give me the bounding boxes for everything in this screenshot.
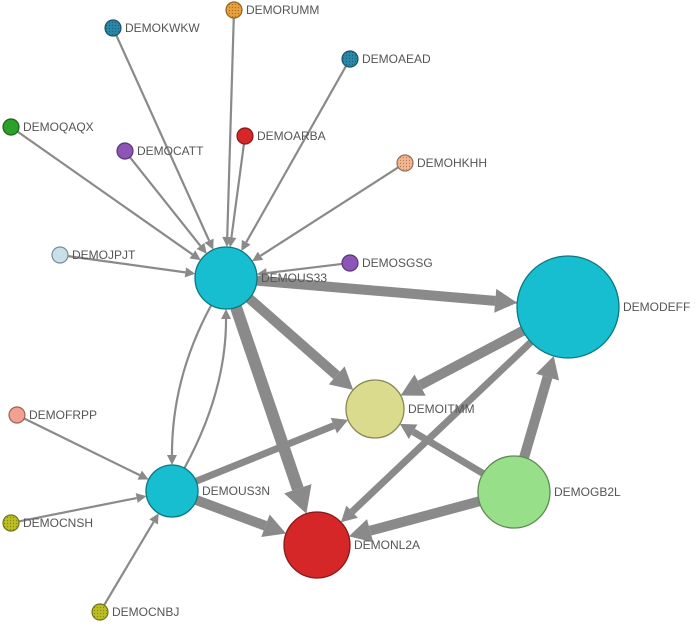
edge-demokwkw-to-demous33 (115, 34, 214, 250)
node-label-demous33: DEMOUS33 (261, 271, 327, 285)
node-label-democatt: DEMOCATT (137, 144, 204, 158)
node-circle-demodeff[interactable] (516, 255, 620, 359)
edge-demodeff-to-demoitmm (400, 326, 526, 396)
node-demojpjt[interactable]: DEMOJPJT (51, 246, 136, 264)
node-demofrpp[interactable]: DEMOFRPP (8, 406, 97, 424)
node-demosgsg[interactable]: DEMOSGSG (341, 254, 433, 272)
edge-democnsh-to-demous3n (18, 493, 147, 523)
node-circle-demojpjt[interactable] (51, 246, 69, 264)
edge-democatt-to-demous33 (129, 156, 207, 254)
edge-demogb2l-to-demodeff (519, 355, 560, 459)
node-democnbj[interactable]: DEMOCNBJ (91, 603, 179, 621)
nodes-layer: DEMORUMM DEMOKWKW DEMOAEAD DEMOQAQX DEMOCATT… (2, 1, 690, 621)
node-label-demoarba: DEMOARBA (257, 129, 326, 143)
node-label-demohkhh: DEMOHKHH (417, 156, 487, 170)
node-demous33[interactable]: DEMOUS33 (194, 246, 327, 310)
edge-demous33-to-demodeff (256, 275, 518, 313)
node-label-demojpjt: DEMOJPJT (72, 248, 136, 262)
node-demohkhh[interactable]: DEMOHKHH (396, 154, 487, 172)
node-circle-demous3n[interactable] (145, 464, 199, 518)
node-label-demodeff: DEMODEFF (623, 300, 690, 314)
node-circle-democnbj[interactable] (91, 603, 109, 621)
edge-demous33-to-demoitmm (245, 294, 354, 390)
node-circle-demogb2l[interactable] (477, 455, 551, 529)
node-circle-demoqaqx[interactable] (2, 118, 20, 136)
node-demodeff[interactable]: DEMODEFF (516, 255, 690, 359)
node-demous3n[interactable]: DEMOUS3N (145, 464, 270, 518)
edge-demogb2l-to-demonl2a (348, 496, 481, 543)
node-label-demoaead: DEMOAEAD (362, 52, 431, 66)
node-label-demofrpp: DEMOFRPP (29, 408, 97, 422)
node-circle-demous33[interactable] (194, 246, 258, 310)
node-demoqaqx[interactable]: DEMOQAQX (2, 118, 94, 136)
edge-demous33-to-demonl2a (230, 305, 312, 514)
node-circle-demosgsg[interactable] (341, 254, 359, 272)
node-circle-democnsh[interactable] (2, 514, 20, 532)
node-label-demokwkw: DEMOKWKW (125, 21, 200, 35)
edge-demous3n-to-demonl2a (194, 495, 287, 538)
node-label-demoitmm: DEMOITMM (408, 402, 475, 416)
node-label-demonl2a: DEMONL2A (354, 538, 420, 552)
node-demokwkw[interactable]: DEMOKWKW (104, 19, 200, 37)
edge-demous33-to-demous3n (166, 304, 213, 466)
edge-demous3n-to-demous33 (183, 308, 232, 470)
edge-demous3n-to-demoitmm (194, 417, 349, 485)
node-circle-demofrpp[interactable] (8, 406, 26, 424)
node-label-demosgsg: DEMOSGSG (362, 256, 433, 270)
node-circle-demonl2a[interactable] (283, 511, 351, 579)
edge-demoaead-to-demous33 (241, 65, 348, 252)
node-demorumm[interactable]: DEMORUMM (225, 1, 319, 19)
edge-demohkhh-to-demous33 (252, 166, 399, 262)
node-label-democnbj: DEMOCNBJ (112, 605, 179, 619)
node-circle-democatt[interactable] (116, 142, 134, 160)
node-democnsh[interactable]: DEMOCNSH (2, 514, 93, 532)
node-circle-demoitmm[interactable] (345, 379, 405, 439)
node-label-democnsh: DEMOCNSH (23, 516, 93, 530)
node-label-demoqaqx: DEMOQAQX (23, 120, 94, 134)
edge-demoarba-to-demous33 (226, 143, 246, 248)
edge-democnbj-to-demous3n (103, 513, 159, 606)
edge-demojpjt-to-demous33 (67, 255, 196, 278)
node-democatt[interactable]: DEMOCATT (116, 142, 204, 160)
node-label-demogb2l: DEMOGB2L (554, 485, 621, 499)
node-demoitmm[interactable]: DEMOITMM (345, 379, 475, 439)
edge-demofrpp-to-demous3n (23, 417, 149, 480)
node-demonl2a[interactable]: DEMONL2A (283, 511, 420, 579)
node-circle-demohkhh[interactable] (396, 154, 414, 172)
node-demoarba[interactable]: DEMOARBA (236, 127, 326, 145)
node-demoaead[interactable]: DEMOAEAD (341, 50, 431, 68)
edge-demorumm-to-demous33 (222, 17, 235, 248)
node-demogb2l[interactable]: DEMOGB2L (477, 455, 621, 529)
node-label-demorumm: DEMORUMM (246, 3, 319, 17)
edge-demodeff-to-demonl2a (340, 339, 534, 523)
edge-demosgsg-to-demous33 (256, 262, 343, 279)
edges-layer (16, 17, 560, 606)
node-circle-demorumm[interactable] (225, 1, 243, 19)
node-circle-demoarba[interactable] (236, 127, 254, 145)
node-label-demous3n: DEMOUS3N (202, 484, 270, 498)
edge-demogb2l-to-demoitmm (399, 423, 485, 477)
node-circle-demokwkw[interactable] (104, 19, 122, 37)
edge-demoqaqx-to-demous33 (16, 130, 201, 261)
node-circle-demoaead[interactable] (341, 50, 359, 68)
